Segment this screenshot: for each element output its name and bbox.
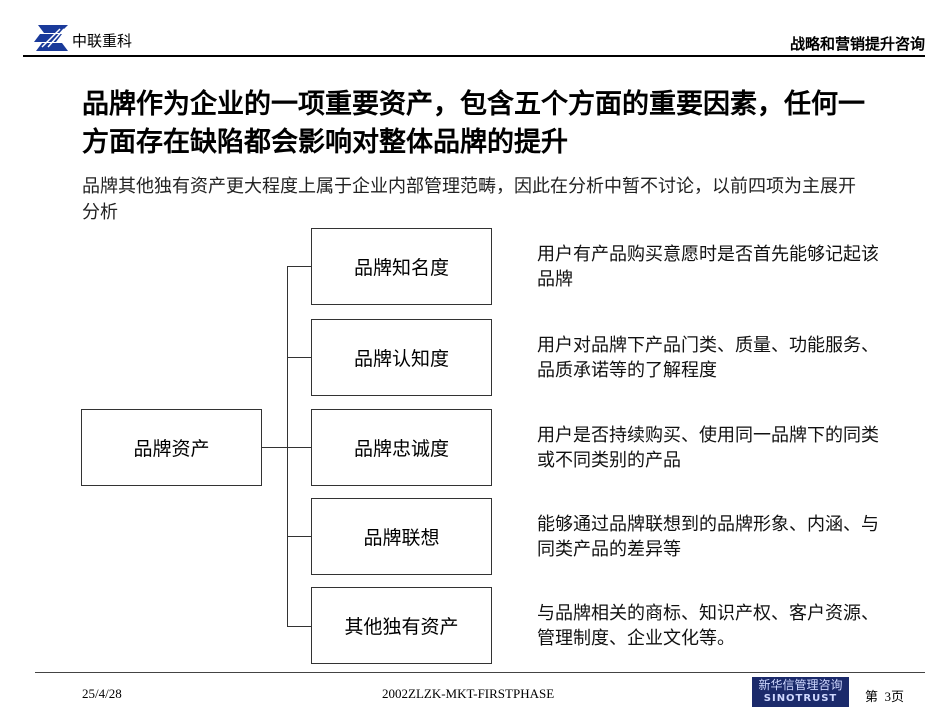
branch-node: 品牌忠诚度: [311, 409, 492, 486]
branch-description: 用户对品牌下产品门类、质量、功能服务、品质承诺等的了解程度: [537, 335, 879, 381]
badge-en: SINOTRUST: [763, 693, 838, 704]
company-name: 中联重科: [72, 32, 133, 50]
connector: [287, 536, 311, 537]
root-node: 品牌资产: [81, 409, 262, 486]
footer-code: 2002ZLZK-MKT-FIRSTPHASE: [382, 686, 555, 701]
footer-divider: [35, 672, 925, 673]
connector: [287, 266, 311, 267]
branch-node: 品牌认知度: [311, 319, 492, 396]
connector: [287, 266, 288, 627]
badge-cn: 新华信管理咨询: [758, 678, 843, 692]
branch-description: 用户是否持续购买、使用同一品牌下的同类或不同类别的产品: [537, 425, 879, 471]
branch-description: 能够通过品牌联想到的品牌形象、内涵、与同类产品的差异等: [537, 514, 879, 560]
connector: [287, 357, 311, 358]
connector: [261, 447, 287, 448]
header-divider: [23, 55, 925, 57]
connector: [287, 626, 311, 627]
branch-node: 其他独有资产: [311, 587, 492, 664]
page-number: 第 3页: [865, 689, 905, 704]
connector: [287, 447, 311, 448]
section-title: 战略和营销提升咨询: [789, 35, 925, 53]
company-logo-icon: [34, 25, 68, 51]
sinotrust-logo: 新华信管理咨询 SINOTRUST: [752, 677, 849, 707]
subtitle: 品牌其他独有资产更大程度上属于企业内部管理范畴，因此在分析中暂不讨论，以前四项为…: [82, 176, 856, 223]
branch-description: 与品牌相关的商标、知识产权、客户资源、管理制度、企业文化等。: [537, 603, 879, 649]
page-title: 品牌作为企业的一项重要资产，包含五个方面的重要因素，任何一方面存在缺陷都会影响对…: [82, 89, 865, 158]
branch-description: 用户有产品购买意愿时是否首先能够记起该品牌: [537, 244, 879, 290]
footer-date: 25/4/28: [82, 686, 122, 701]
branch-node: 品牌联想: [311, 498, 492, 575]
branch-node: 品牌知名度: [311, 228, 492, 305]
